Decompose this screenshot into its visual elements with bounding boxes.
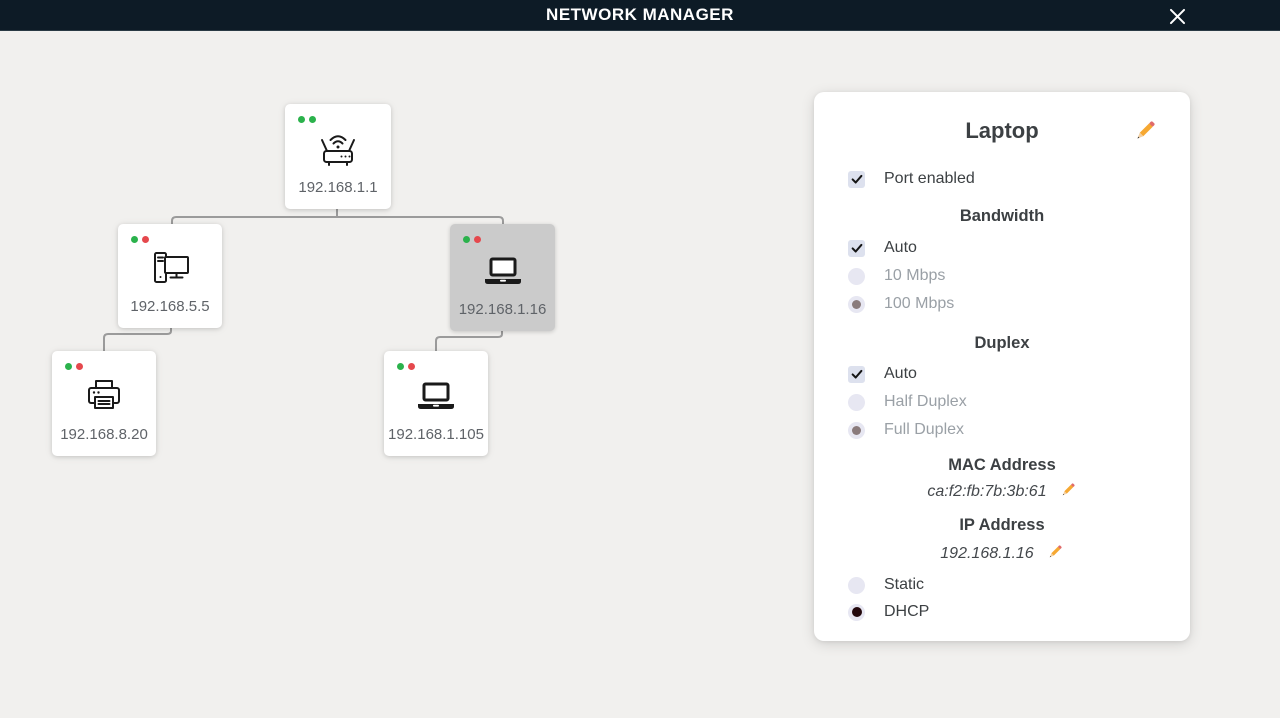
status-dot [76,363,83,370]
duplex-full-label: Full Duplex [884,421,965,438]
port-enabled-row: Port enabled [814,165,1190,193]
mac-address-value: ca:f2:fb:7b:3b:61 [927,483,1047,500]
app-title: NETWORK MANAGER [546,5,734,24]
bandwidth-auto-label: Auto [884,239,917,256]
node-router[interactable]: 192.168.1.1 [285,104,391,209]
node-desktop[interactable]: 192.168.5.5 [118,224,222,328]
network-topology: 192.168.1.1 192.168.5.5 [0,31,640,531]
close-icon[interactable] [1166,5,1188,27]
mac-address-row: ca:f2:fb:7b:3b:61 [814,480,1190,504]
status-dot [463,236,470,243]
ip-address-heading: IP Address [959,516,1045,534]
duplex-heading: Duplex [974,334,1030,352]
status-dot [397,363,404,370]
laptop-icon [414,380,458,421]
duplex-option-full: Full Duplex [814,416,1190,444]
node-ip-label: 192.168.1.105 [388,426,484,443]
status-dot [309,116,316,123]
node-laptop-selected[interactable]: 192.168.1.16 [450,224,555,331]
duplex-half-label: Half Duplex [884,393,967,410]
bandwidth-option-auto: Auto [814,234,1190,262]
static-label: Static [884,576,925,593]
status-dots [131,236,149,243]
bandwidth-option-100mbps: 100 Mbps [814,290,1190,318]
bandwidth-100mbps-label: 100 Mbps [884,295,955,312]
router-icon [316,129,360,174]
status-dot [298,116,305,123]
desktop-icon [148,248,192,293]
status-dot [131,236,138,243]
panel-title: Laptop [965,118,1039,143]
duplex-auto-label: Auto [884,365,917,382]
bandwidth-10mbps-label: 10 Mbps [884,267,946,284]
laptop-icon [481,255,525,296]
node-laptop2[interactable]: 192.168.1.105 [384,351,488,456]
port-enabled-checkbox[interactable] [848,170,865,188]
duplex-half-radio[interactable] [848,393,865,411]
duplex-full-radio[interactable] [848,421,865,439]
duplex-option-half: Half Duplex [814,388,1190,416]
dhcp-radio[interactable] [848,603,865,621]
ip-mode-option-dhcp: DHCP [814,599,1190,625]
titlebar: NETWORK MANAGER [0,0,1280,31]
status-dots [463,236,481,243]
bandwidth-10mbps-radio[interactable] [848,267,865,285]
static-radio[interactable] [848,576,865,594]
status-dots [298,116,316,123]
bandwidth-option-10mbps: 10 Mbps [814,262,1190,290]
ip-mode-option-static: Static [814,572,1190,598]
status-dot [142,236,149,243]
duplex-auto-checkbox[interactable] [848,365,865,383]
node-ip-label: 192.168.5.5 [130,298,210,315]
status-dot [65,363,72,370]
status-dots [65,363,83,370]
port-enabled-label: Port enabled [884,170,975,187]
ip-address-row: 192.168.1.16 [814,542,1190,566]
status-dots [397,363,415,370]
node-ip-label: 192.168.8.20 [60,426,148,443]
mac-address-heading: MAC Address [948,456,1056,474]
node-ip-label: 192.168.1.1 [298,179,378,196]
edit-name-pencil-icon[interactable] [1132,118,1158,149]
edit-mac-pencil-icon[interactable] [1059,481,1077,504]
ip-address-value: 192.168.1.16 [940,545,1034,562]
status-dot [408,363,415,370]
bandwidth-auto-checkbox[interactable] [848,239,865,257]
dhcp-label: DHCP [884,603,930,620]
bandwidth-100mbps-radio[interactable] [848,295,865,313]
duplex-option-auto: Auto [814,360,1190,388]
device-settings-panel: Laptop Port enabled Bandwidth Auto [814,92,1190,641]
tree-connectors [103,209,504,351]
node-ip-label: 192.168.1.16 [458,301,547,318]
bandwidth-heading: Bandwidth [959,207,1045,225]
node-printer[interactable]: 192.168.8.20 [52,351,156,456]
status-dot [474,236,481,243]
edit-ip-pencil-icon[interactable] [1046,543,1064,566]
printer-icon [82,376,126,421]
